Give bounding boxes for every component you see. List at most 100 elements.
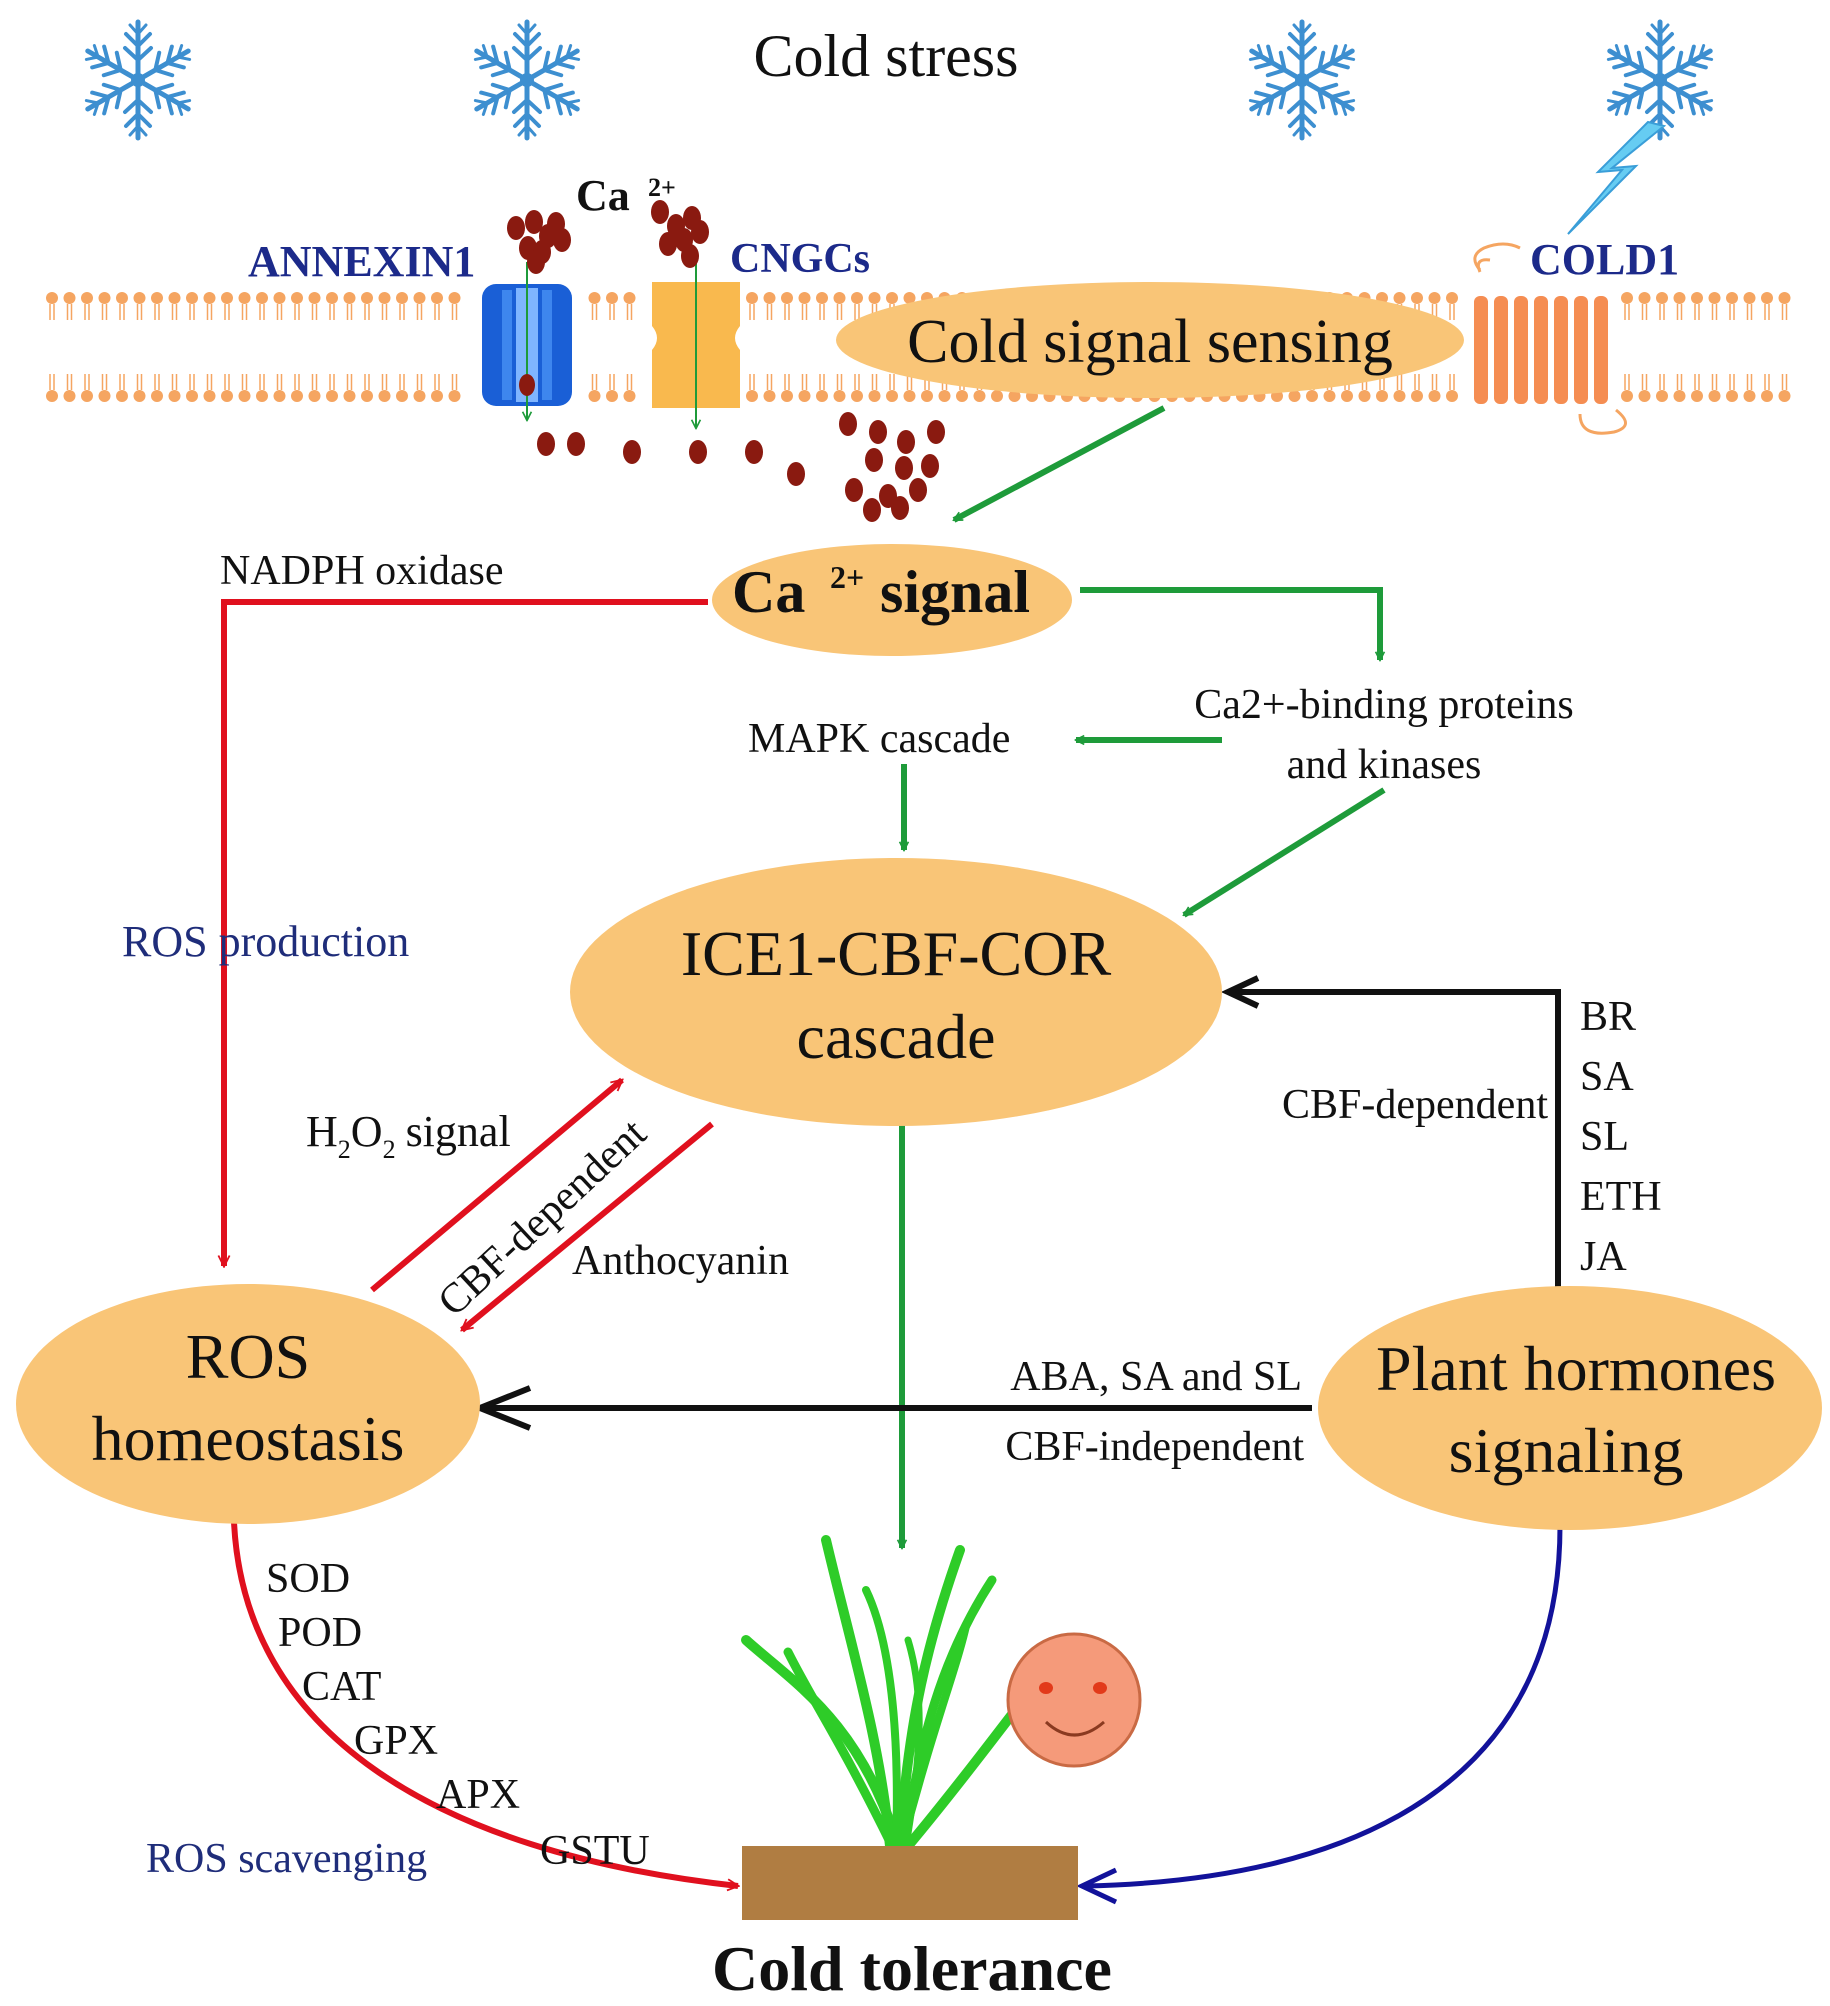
nadph-oxidase-label: NADPH oxidase xyxy=(220,548,503,594)
lipid-head-outer xyxy=(167,291,182,321)
lipid-head-outer xyxy=(622,291,637,321)
lipid-head-outer xyxy=(395,291,409,321)
lipid-head-outer xyxy=(360,291,374,321)
cold1-receptor xyxy=(1473,242,1627,435)
lipid-head-inner xyxy=(1760,373,1774,403)
cold1-label: COLD1 xyxy=(1530,235,1679,284)
mapk-cascade-label: MAPK cascade xyxy=(748,716,1010,762)
lipid-head-inner xyxy=(587,373,602,403)
calcium-ion xyxy=(537,432,555,456)
arrow-ros-to-tolerance xyxy=(231,1521,738,1886)
cold-tolerance-title: Cold tolerance xyxy=(712,1933,1112,2004)
lipid-head-outer xyxy=(587,291,602,321)
lipid-head-outer xyxy=(850,291,864,321)
cold-signal-sensing-node xyxy=(836,282,1464,398)
lipid-head-inner xyxy=(272,373,287,403)
lipid-head-inner xyxy=(202,373,217,403)
lipid-head-inner xyxy=(377,373,392,403)
calcium-ion xyxy=(659,232,677,256)
arrow-ice1-to-ros xyxy=(462,1121,714,1333)
hormone-item: BR xyxy=(1580,994,1636,1040)
calcium-ion xyxy=(865,448,883,472)
lipid-head-inner xyxy=(1742,373,1757,403)
ice1-cbf-cor-node xyxy=(570,858,1222,1126)
enzyme-item: POD xyxy=(278,1610,362,1656)
arrowhead-hormones-to-ice1 xyxy=(1220,975,1260,1009)
lipid-head-inner xyxy=(1637,373,1652,403)
lipid-head-inner xyxy=(1427,373,1442,403)
lipid-head-outer xyxy=(220,291,234,321)
lipid-head-inner xyxy=(622,373,637,403)
ca-superscript: 2+ xyxy=(648,173,676,202)
lipid-head-outer xyxy=(377,291,392,321)
snowflake-icon xyxy=(1245,22,1358,138)
enzyme-item: APX xyxy=(436,1772,520,1818)
lipid-head-outer xyxy=(1760,291,1774,321)
snowflake-icon xyxy=(81,22,194,138)
lipid-head-inner xyxy=(902,373,917,403)
lipid-head-inner xyxy=(1725,373,1739,403)
binding-proteins-label-2: and kinases xyxy=(1287,742,1482,788)
arrow-binding-to-ice1 xyxy=(1184,787,1386,918)
lipid-head-inner xyxy=(62,373,77,403)
lipid-head-inner xyxy=(220,373,234,403)
lipid-head-inner xyxy=(1672,373,1687,403)
calcium-ion xyxy=(681,244,699,268)
lipid-head-inner xyxy=(290,373,304,403)
calcium-ion xyxy=(527,250,545,274)
ice1-label-line1: ICE1-CBF-COR xyxy=(681,918,1112,989)
hormone-item: SL xyxy=(1580,1114,1629,1160)
lipid-head-inner xyxy=(1445,373,1459,403)
ca-label: Ca xyxy=(576,171,630,220)
lipid-head-outer xyxy=(202,291,217,321)
ca-signal-tail: signal xyxy=(880,559,1030,625)
lipid-head-outer xyxy=(1742,291,1757,321)
lipid-head-inner xyxy=(325,373,339,403)
lipid-head-outer xyxy=(237,291,252,321)
ros-scavenging-label: ROS scavenging xyxy=(146,1836,427,1882)
hormone-item: JA xyxy=(1580,1234,1627,1280)
lipid-head-outer xyxy=(1725,291,1739,321)
lipid-head-outer xyxy=(290,291,304,321)
lipid-head-inner xyxy=(1620,373,1634,403)
lipid-head-outer xyxy=(605,291,619,321)
ca-signal-main: Ca xyxy=(732,559,805,625)
lipid-head-inner xyxy=(1410,373,1424,403)
aba-sa-sl-label: ABA, SA and SL xyxy=(1010,1354,1302,1400)
lipid-head-outer xyxy=(745,291,759,321)
lipid-head-outer xyxy=(45,291,59,321)
snowflake-icon xyxy=(470,22,583,138)
lipid-head-outer xyxy=(1620,291,1634,321)
lipid-head-inner xyxy=(342,373,357,403)
hormone-item: SA xyxy=(1580,1054,1634,1100)
soil-block xyxy=(742,1846,1078,1920)
ca-signal-node xyxy=(712,544,1072,656)
arrow-hormones-to-ice1 xyxy=(1232,989,1561,1288)
lipid-head-inner xyxy=(832,373,847,403)
calcium-ion xyxy=(909,478,927,502)
lipid-head-inner xyxy=(167,373,182,403)
enzyme-item: GSTU xyxy=(540,1828,650,1874)
lipid-head-outer xyxy=(1655,291,1669,321)
lipid-head-outer xyxy=(307,291,322,321)
calcium-ion xyxy=(651,200,669,224)
lipid-head-inner xyxy=(867,373,882,403)
lipid-head-outer xyxy=(1637,291,1652,321)
lipid-head-inner xyxy=(132,373,147,403)
lipid-head-inner xyxy=(412,373,427,403)
lipid-head-inner xyxy=(360,373,374,403)
enzyme-item: CAT xyxy=(302,1664,381,1710)
lipid-head-outer xyxy=(97,291,112,321)
cbf-independent-label: CBF-independent xyxy=(1005,1424,1304,1470)
lipid-head-outer xyxy=(1672,291,1687,321)
lipid-head-outer xyxy=(62,291,77,321)
cbf-dependent-right-label: CBF-dependent xyxy=(1282,1082,1548,1128)
calcium-ion xyxy=(845,478,863,502)
ca-signal-sup: 2+ xyxy=(830,559,864,595)
lipid-head-inner xyxy=(1655,373,1669,403)
lipid-head-inner xyxy=(1690,373,1704,403)
lipid-head-inner xyxy=(850,373,864,403)
lipid-head-outer xyxy=(797,291,812,321)
